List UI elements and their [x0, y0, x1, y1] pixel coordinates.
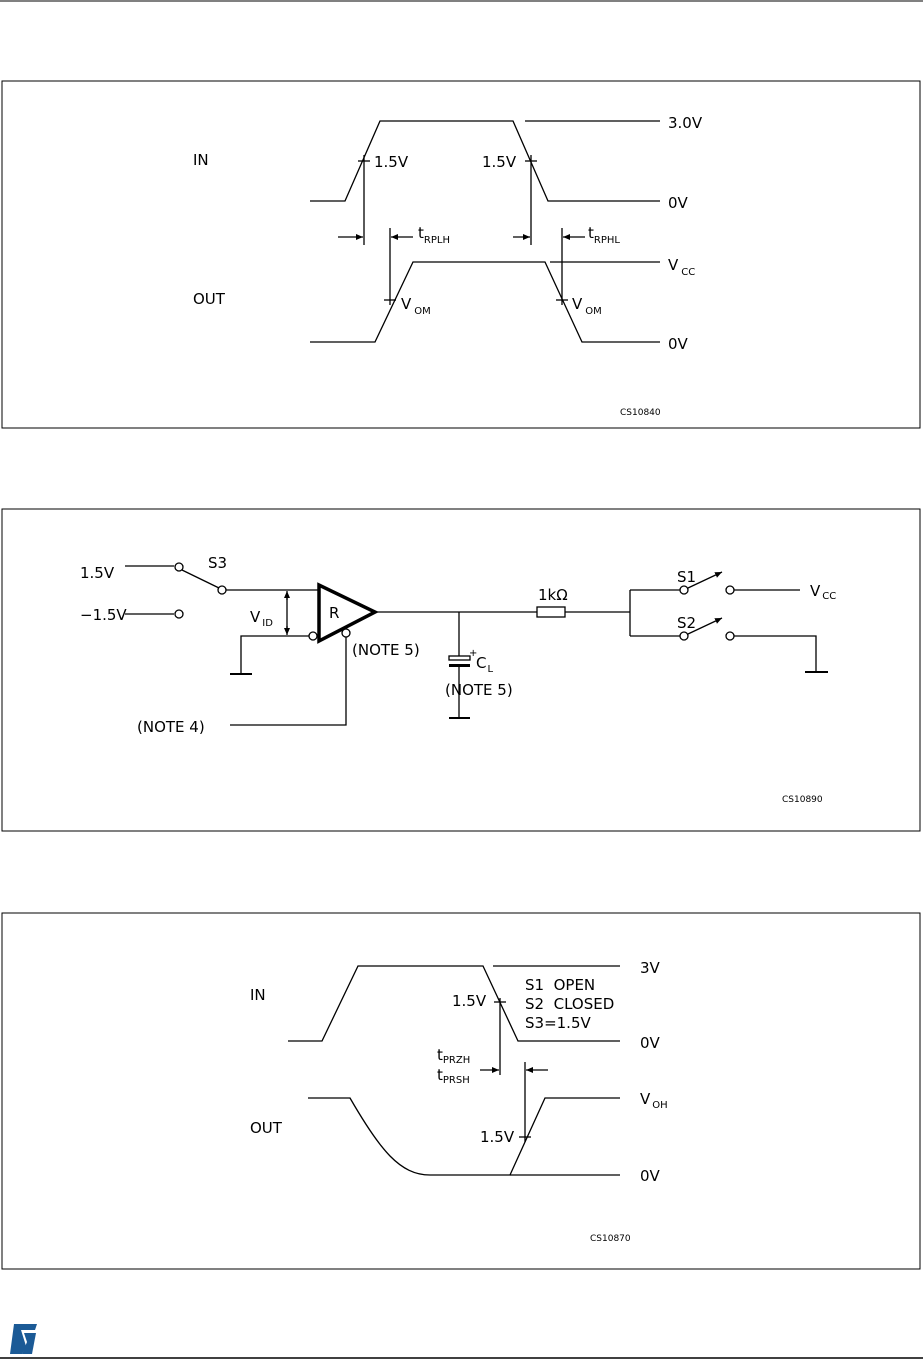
note5-enable-label: (NOTE 5) — [352, 641, 420, 659]
in-waveform — [310, 120, 660, 202]
in-label: IN — [193, 151, 209, 169]
v-high-label: 3V — [640, 959, 661, 977]
v-mid-left-label: 1.5V — [374, 153, 409, 171]
switch-s3 — [181, 569, 220, 589]
v-zero-in-label: 0V — [640, 1034, 661, 1052]
v-zero-out-label: 0V — [668, 335, 689, 353]
condition-s2: S2 CLOSED — [525, 995, 614, 1013]
receiver-label: R — [329, 604, 339, 622]
switch-s1 — [687, 571, 723, 589]
cap-plus: + — [469, 648, 477, 659]
v-high-label: 3.0V — [668, 114, 703, 132]
figure-frame — [1, 80, 921, 429]
s1-label: S1 — [677, 568, 696, 586]
v-mid-right-label: 1.5V — [482, 153, 517, 171]
t-rphl-label: tRPHL — [588, 224, 620, 246]
v-zero-in-label: 0V — [668, 194, 689, 212]
capacitor-icon — [448, 655, 471, 661]
v-zero-out-label: 0V — [640, 1167, 661, 1185]
figure-code: CS10840 — [620, 408, 661, 418]
st-logo — [10, 1324, 37, 1354]
s3-label: S3 — [208, 554, 227, 572]
receiver-symbol — [317, 582, 379, 644]
figure-code: CS10890 — [782, 795, 823, 805]
note4-label: (NOTE 4) — [137, 718, 205, 736]
cap-label: CL — [476, 654, 493, 675]
in-waveform — [288, 965, 620, 1042]
out-waveform — [308, 1097, 620, 1176]
out-waveform — [310, 261, 660, 343]
out-label: OUT — [193, 290, 226, 308]
s2-label: S2 — [677, 614, 696, 632]
condition-s1: S1 OPEN — [525, 976, 595, 994]
s3-pole — [174, 562, 184, 572]
figure-frame — [1, 508, 921, 832]
in-label: IN — [250, 986, 266, 1004]
condition-s3: S3=1.5V — [525, 1014, 591, 1032]
out-label: OUT — [250, 1119, 283, 1137]
figure-frame — [1, 912, 921, 1270]
figure-code: CS10870 — [590, 1234, 631, 1244]
source-neg-label: −1.5V — [80, 606, 127, 624]
t-przh-label: tPRZH — [437, 1046, 470, 1066]
v-mid-in-label: 1.5V — [452, 992, 487, 1010]
t-prsh-label: tPRSH — [437, 1066, 470, 1086]
v-mid-out-label: 1.5V — [480, 1128, 515, 1146]
resistor-icon — [536, 606, 566, 618]
switch-s2 — [687, 617, 723, 635]
resistor-label: 1kΩ — [538, 586, 568, 604]
note5-cap-label: (NOTE 5) — [445, 681, 513, 699]
t-rplh-label: tRPLH — [418, 224, 450, 246]
source-pos-label: 1.5V — [80, 564, 115, 582]
